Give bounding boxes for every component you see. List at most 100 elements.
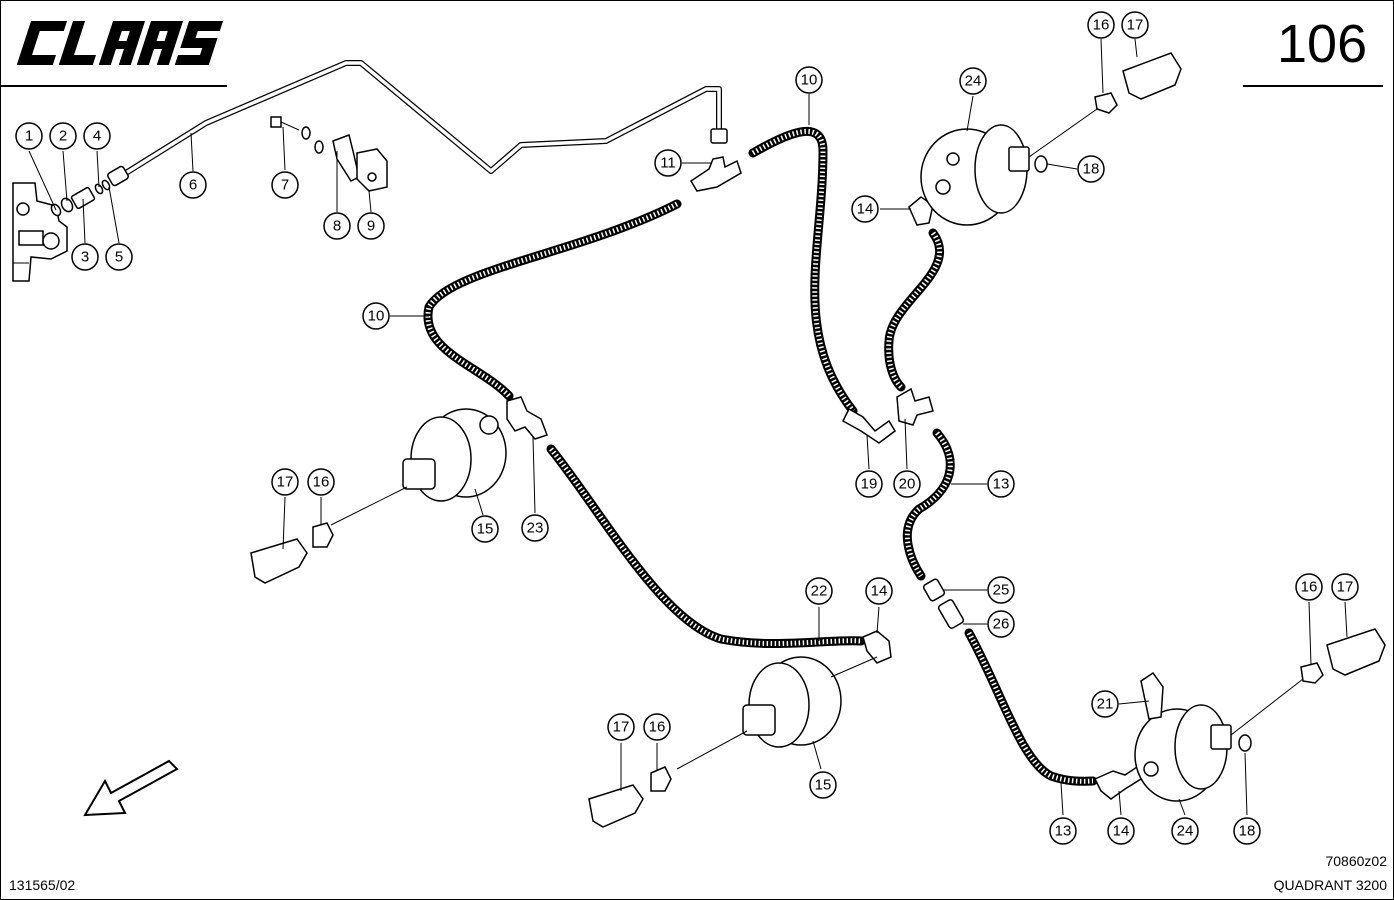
svg-text:10: 10 (368, 308, 385, 325)
svg-text:16: 16 (649, 719, 666, 736)
coupling-25-26 (922, 578, 965, 629)
callout-part-16-left: 16 (307, 468, 335, 496)
claas-logo (16, 21, 224, 65)
callout-part-23: 23 (521, 514, 549, 542)
callout-part-2: 2 (49, 122, 77, 150)
svg-text:21: 21 (1097, 696, 1114, 713)
svg-text:20: 20 (899, 476, 916, 493)
tee-fitting-11 (689, 156, 742, 192)
svg-text:9: 9 (367, 218, 375, 235)
brake-chamber-top (920, 52, 1182, 226)
callout-part-17-right: 17 (1331, 573, 1359, 601)
svg-text:24: 24 (1177, 823, 1194, 840)
svg-text:16: 16 (313, 474, 330, 491)
callout-part-14-lower: 14 (1107, 817, 1135, 845)
callout-part-15-lower: 15 (809, 771, 837, 799)
brake-pipe (107, 60, 728, 187)
svg-text:6: 6 (189, 177, 197, 194)
svg-text:23: 23 (527, 520, 544, 537)
callout-part-10-left: 10 (362, 302, 390, 330)
callout-part-14-middle: 14 (865, 577, 893, 605)
callout-part-17-top: 17 (1121, 11, 1149, 39)
callout-part-18-top: 18 (1077, 155, 1105, 183)
svg-text:13: 13 (993, 476, 1010, 493)
callout-part-16-top: 16 (1087, 11, 1115, 39)
callout-part-21: 21 (1091, 690, 1119, 718)
svg-text:17: 17 (613, 719, 630, 736)
drawing-code: 70860z02 (1325, 853, 1387, 869)
svg-text:17: 17 (1337, 579, 1354, 596)
svg-text:3: 3 (81, 249, 89, 266)
callout-part-1: 1 (15, 122, 43, 150)
header-rule-right (1243, 85, 1383, 87)
svg-text:15: 15 (815, 777, 832, 794)
svg-text:16: 16 (1093, 17, 1110, 34)
hose-13-middle (902, 428, 955, 581)
svg-text:14: 14 (871, 583, 888, 600)
callout-part-4: 4 (83, 122, 111, 150)
svg-text:5: 5 (115, 249, 123, 266)
callout-part-25: 25 (987, 576, 1015, 604)
callout-part-10-top: 10 (795, 66, 823, 94)
callout-part-13-lower: 13 (1049, 817, 1077, 845)
callout-part-17-lower: 17 (607, 713, 635, 741)
svg-text:11: 11 (660, 155, 676, 172)
svg-text:2: 2 (59, 128, 67, 145)
svg-text:18: 18 (1239, 823, 1256, 840)
svg-text:14: 14 (857, 201, 874, 218)
brake-chamber-bottom (1134, 628, 1386, 802)
svg-text:24: 24 (965, 73, 982, 90)
callout-part-18-bottom: 18 (1233, 817, 1261, 845)
callout-part-16-right: 16 (1295, 573, 1323, 601)
svg-text:25: 25 (993, 582, 1010, 599)
svg-text:7: 7 (281, 177, 289, 194)
elbow-19 (842, 407, 896, 444)
hose-22 (546, 444, 892, 664)
callout-part-14-top: 14 (851, 195, 879, 223)
hose-upper-chamber (884, 196, 945, 392)
callout-part-16-lower: 16 (643, 713, 671, 741)
callout-part-22: 22 (805, 577, 833, 605)
callout-part-24-bottom: 24 (1171, 817, 1199, 845)
callout-part-24-top: 24 (959, 67, 987, 95)
tee-fitting-23 (506, 396, 548, 440)
brake-chamber-lower (588, 656, 842, 828)
callout-part-19: 19 (855, 470, 883, 498)
callout-part-15-left: 15 (471, 515, 499, 543)
valve-block (12, 182, 68, 282)
svg-text:14: 14 (1113, 823, 1130, 840)
callout-part-20: 20 (893, 470, 921, 498)
callout-part-7: 7 (271, 171, 299, 199)
callout-part-6: 6 (179, 171, 207, 199)
hose-10-right (748, 126, 858, 416)
svg-text:17: 17 (277, 474, 294, 491)
svg-text:26: 26 (993, 616, 1010, 633)
brake-chamber-left (250, 408, 507, 584)
svg-text:18: 18 (1083, 161, 1100, 178)
svg-text:10: 10 (801, 72, 818, 89)
direction-arrow (83, 759, 179, 817)
callout-part-9: 9 (357, 212, 385, 240)
callout-part-3: 3 (71, 243, 99, 271)
svg-text:13: 13 (1055, 823, 1072, 840)
leader-lines (28, 38, 1348, 816)
callout-part-11: 11 (654, 149, 682, 177)
document-number: 131565/02 (9, 877, 76, 893)
fitting-parts (50, 179, 111, 217)
svg-text:19: 19 (861, 476, 878, 493)
svg-text:8: 8 (333, 218, 341, 235)
svg-text:4: 4 (93, 128, 101, 145)
hose-13-lower (964, 628, 1142, 800)
svg-text:1: 1 (25, 128, 33, 145)
callout-part-17-left: 17 (271, 468, 299, 496)
svg-text:15: 15 (477, 521, 494, 538)
model-name: QUADRANT 3200 (1273, 877, 1387, 893)
tee-fitting-20 (896, 387, 934, 426)
mounting-hardware (270, 116, 388, 192)
callout-part-8: 8 (323, 212, 351, 240)
page-number: 106 (1277, 14, 1368, 74)
callout-part-26: 26 (987, 610, 1015, 638)
svg-text:16: 16 (1301, 579, 1318, 596)
